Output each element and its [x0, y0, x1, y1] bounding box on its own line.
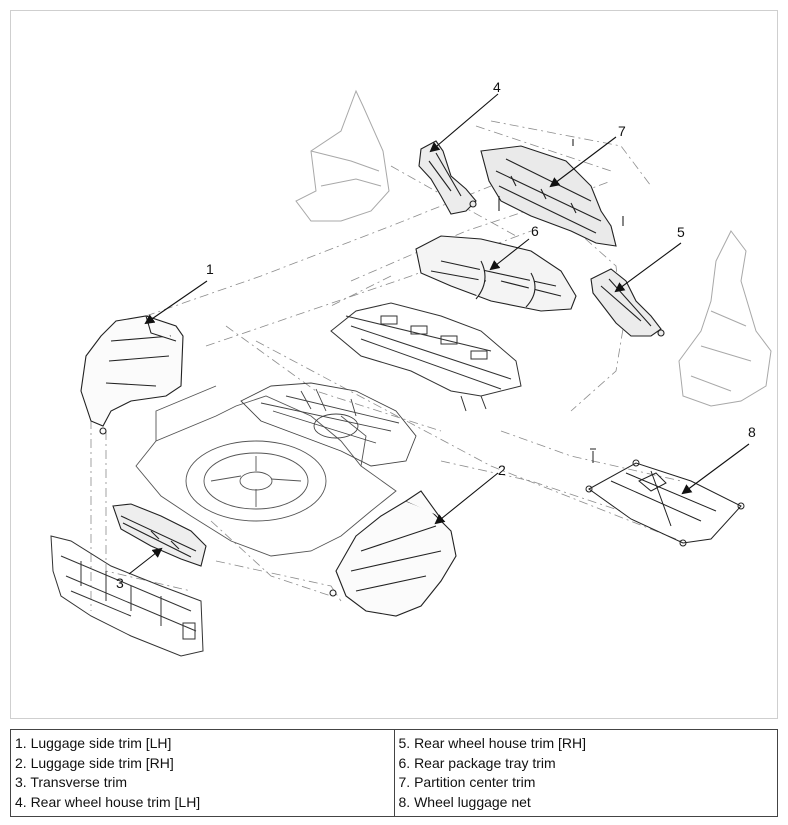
legend-item: 2. Luggage side trim [RH] — [15, 754, 174, 771]
legend-item: 3. Transverse trim — [15, 774, 128, 790]
callout-4: 4 — [493, 79, 501, 95]
legend-item: 7. Partition center trim — [398, 774, 536, 790]
legend-item: 1. Luggage side trim [LH] — [15, 735, 172, 751]
legend-item: 6. Rear package tray trim — [398, 754, 556, 771]
callout-7: 7 — [618, 123, 626, 139]
rear-wheel-house-trim-lh — [418, 140, 477, 215]
callout-3: 3 — [116, 575, 124, 591]
transverse-trim — [112, 503, 207, 567]
rear-package-tray-trim — [415, 235, 577, 312]
package-tray-support — [330, 302, 522, 412]
diagram-frame: 1 2 3 4 5 6 7 8 — [10, 10, 778, 719]
trunk-floor-panel — [135, 385, 397, 557]
callout-5: 5 — [677, 224, 685, 240]
wheel-luggage-net — [585, 448, 745, 547]
legend-column-right: 5. Rear wheel house trim [RH] 6. Rear pa… — [393, 730, 778, 816]
rear-floor-ribs — [240, 382, 417, 467]
luggage-side-trim-rh — [329, 490, 457, 617]
ghost-body-panels — [295, 89, 772, 407]
legend-item: 4. Rear wheel house trim [LH] — [15, 793, 201, 810]
rear-wheel-house-trim-rh — [590, 268, 665, 337]
legend-item: 8. Wheel luggage net — [398, 793, 531, 810]
leader-arrows — [128, 93, 750, 575]
parts-legend: 1. Luggage side trim [LH] 2. Luggage sid… — [10, 729, 778, 817]
legend-item: 5. Rear wheel house trim [RH] — [398, 735, 587, 751]
callout-6: 6 — [531, 223, 539, 239]
callout-2: 2 — [498, 462, 506, 478]
back-panel — [50, 535, 204, 657]
exploded-view-drawing: 1 2 3 4 5 6 7 8 — [50, 79, 772, 657]
luggage-side-trim-lh — [80, 315, 184, 435]
callout-1: 1 — [206, 261, 214, 277]
partition-center-trim — [480, 139, 624, 247]
legend-column-left: 1. Luggage side trim [LH] 2. Luggage sid… — [11, 730, 394, 816]
callout-8: 8 — [748, 424, 756, 440]
